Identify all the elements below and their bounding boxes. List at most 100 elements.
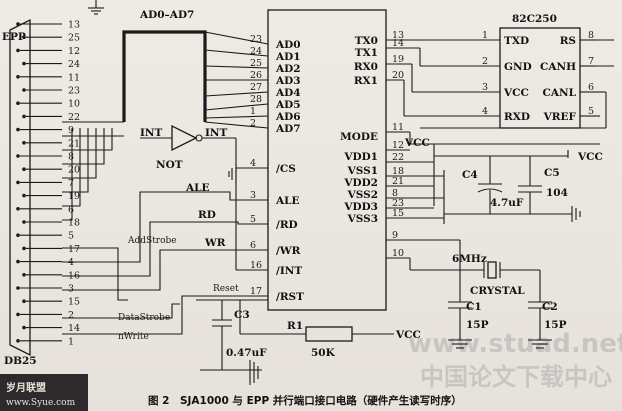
sja-right-pin-number: 13 xyxy=(392,30,404,41)
transceiver-left-pin-label: GND xyxy=(504,61,532,73)
db25-pin-number: 21 xyxy=(68,138,80,149)
c4-name: C4 xyxy=(462,169,478,181)
sja-left-pin-label: AD3 xyxy=(275,75,301,87)
db25-pin-dot xyxy=(16,339,20,343)
db25-pin-dot xyxy=(16,312,20,317)
db25-pin-dot xyxy=(22,167,26,171)
transceiver-left-pin-label: TXD xyxy=(504,35,529,47)
transceiver-left-pin-number: 3 xyxy=(482,82,488,93)
transceiver-left-pin-label: VCC xyxy=(503,87,529,99)
db25-pin-number: 11 xyxy=(68,72,80,83)
sja-left-pin-label: /CS xyxy=(276,163,296,175)
db25-pin-dot xyxy=(22,141,26,145)
sja-left-pin-number: 25 xyxy=(250,58,262,69)
db25-pin-dot xyxy=(16,259,20,264)
sja-left-pin-number: 3 xyxy=(250,190,256,201)
db25-pin-number: 20 xyxy=(68,165,80,176)
c3-name: C3 xyxy=(234,309,250,321)
sja-right-pin-number: 10 xyxy=(392,248,404,259)
sja-left-pin-number: 4 xyxy=(250,158,256,169)
sja-right-pin-label: VDD2 xyxy=(343,177,378,189)
sja-left-pin-number: 27 xyxy=(250,82,262,93)
db25-pin-dot xyxy=(16,180,20,185)
nwrite-label: nWrite xyxy=(118,332,149,342)
sja-left-pin-label: AD5 xyxy=(275,99,301,111)
db25-pin-number: 9 xyxy=(68,125,74,136)
db25-pin-number: 24 xyxy=(68,59,80,70)
r1-name: R1 xyxy=(287,320,303,332)
reset-label: Reset xyxy=(213,284,239,294)
db25-pin-dot xyxy=(16,207,20,211)
sja-left-pin-number: 26 xyxy=(250,70,262,81)
transceiver-right-pin-label: RS xyxy=(560,35,576,47)
sja-left-pin-number: 5 xyxy=(250,214,256,225)
crystal-freq: 6MHz xyxy=(452,253,487,265)
sja-right-pin-label: RX0 xyxy=(354,61,378,73)
db25-pin-dot xyxy=(16,22,20,26)
db25-pin-dot xyxy=(22,220,26,224)
sja-left-pin-label: AD2 xyxy=(275,63,301,75)
db25-pin-number: 19 xyxy=(68,191,80,202)
transceiver-left-pin-number: 1 xyxy=(482,30,488,41)
r1-vcc-label: VCC xyxy=(395,329,421,341)
sja-right-pin-number: 20 xyxy=(392,70,404,81)
db25-pin-dot xyxy=(22,61,26,66)
db25-pin-number: 8 xyxy=(68,152,74,163)
sja-left-pin-label: /INT xyxy=(276,265,302,277)
logo-url: www.Syue.com xyxy=(6,398,76,408)
sja-right-pin-number: 12 xyxy=(392,140,404,151)
sja-right-pin-label: VSS1 xyxy=(347,165,378,177)
sja-right-pin-number: 19 xyxy=(392,54,404,65)
db25-pin-number: 18 xyxy=(68,218,80,229)
db25-pin-dot xyxy=(22,273,26,277)
db25-pin-dot xyxy=(22,114,26,119)
watermarks: www.stuad.net 中国论文下载中心 xyxy=(408,329,622,391)
db25-pin-dot xyxy=(16,75,20,79)
transceiver-right-pin-number: 7 xyxy=(588,56,594,67)
not-gate-name: NOT xyxy=(156,159,183,171)
sja-right-pin-number: 21 xyxy=(392,176,404,187)
db25-pin-number: 15 xyxy=(68,297,80,308)
sja-left-pin-number: 24 xyxy=(250,46,262,57)
db25-pin-number: 14 xyxy=(68,323,80,334)
sja-right-pin-label: RX1 xyxy=(354,75,378,87)
db25-pin-dot xyxy=(16,48,20,53)
wr-label: WR xyxy=(204,237,226,249)
logo-cn: 岁月联盟 xyxy=(6,381,46,394)
db25-connector: EPP 132512241123102292182071961851741631… xyxy=(2,18,80,367)
c3-value: 0.47uF xyxy=(226,347,267,359)
crystal-name: CRYSTAL xyxy=(470,285,525,297)
c2-value: 15P xyxy=(544,319,567,331)
db25-pin-dot xyxy=(22,299,26,304)
sja-left-pin-number: 17 xyxy=(250,286,262,297)
sja-left-pin-label: /RST xyxy=(276,291,304,303)
db25-pin-number: 6 xyxy=(68,204,74,215)
sja-right-pin-label: TX1 xyxy=(355,47,378,59)
sja-right-pin-label: VSS3 xyxy=(347,213,378,225)
not-gate: INT INT NOT xyxy=(140,124,268,271)
sja-left-pin-label: AD0 xyxy=(275,39,301,51)
c5-capacitor: C5 104 xyxy=(518,156,568,214)
sja-right-pin-number: 23 xyxy=(392,198,404,209)
sja-left-pin-number: 16 xyxy=(250,260,262,271)
db25-pin-dot xyxy=(22,88,26,92)
c1-value: 15P xyxy=(466,319,489,331)
transceiver-right-pin-label: CANH xyxy=(540,61,576,73)
sja-right-pin-number: 8 xyxy=(392,188,398,199)
db25-pin-dot xyxy=(22,246,26,251)
rd-label: RD xyxy=(198,209,216,221)
db25-pin-number: 4 xyxy=(68,257,74,268)
sja-left-pin-label: /WR xyxy=(276,245,301,257)
sja-left-pin-label: /RD xyxy=(276,219,298,231)
crystal-oscillator: 6MHz CRYSTAL C1 15P C2 15P xyxy=(386,239,567,349)
not-output-label: INT xyxy=(205,127,228,139)
db25-pin-number: 12 xyxy=(68,46,80,57)
transceiver-right-pin-number: 8 xyxy=(588,30,594,41)
sja-left-pin-number: 23 xyxy=(250,34,262,45)
watermark-url: www.stuad.net xyxy=(408,329,622,359)
transceiver-name: 82C250 xyxy=(512,13,557,25)
